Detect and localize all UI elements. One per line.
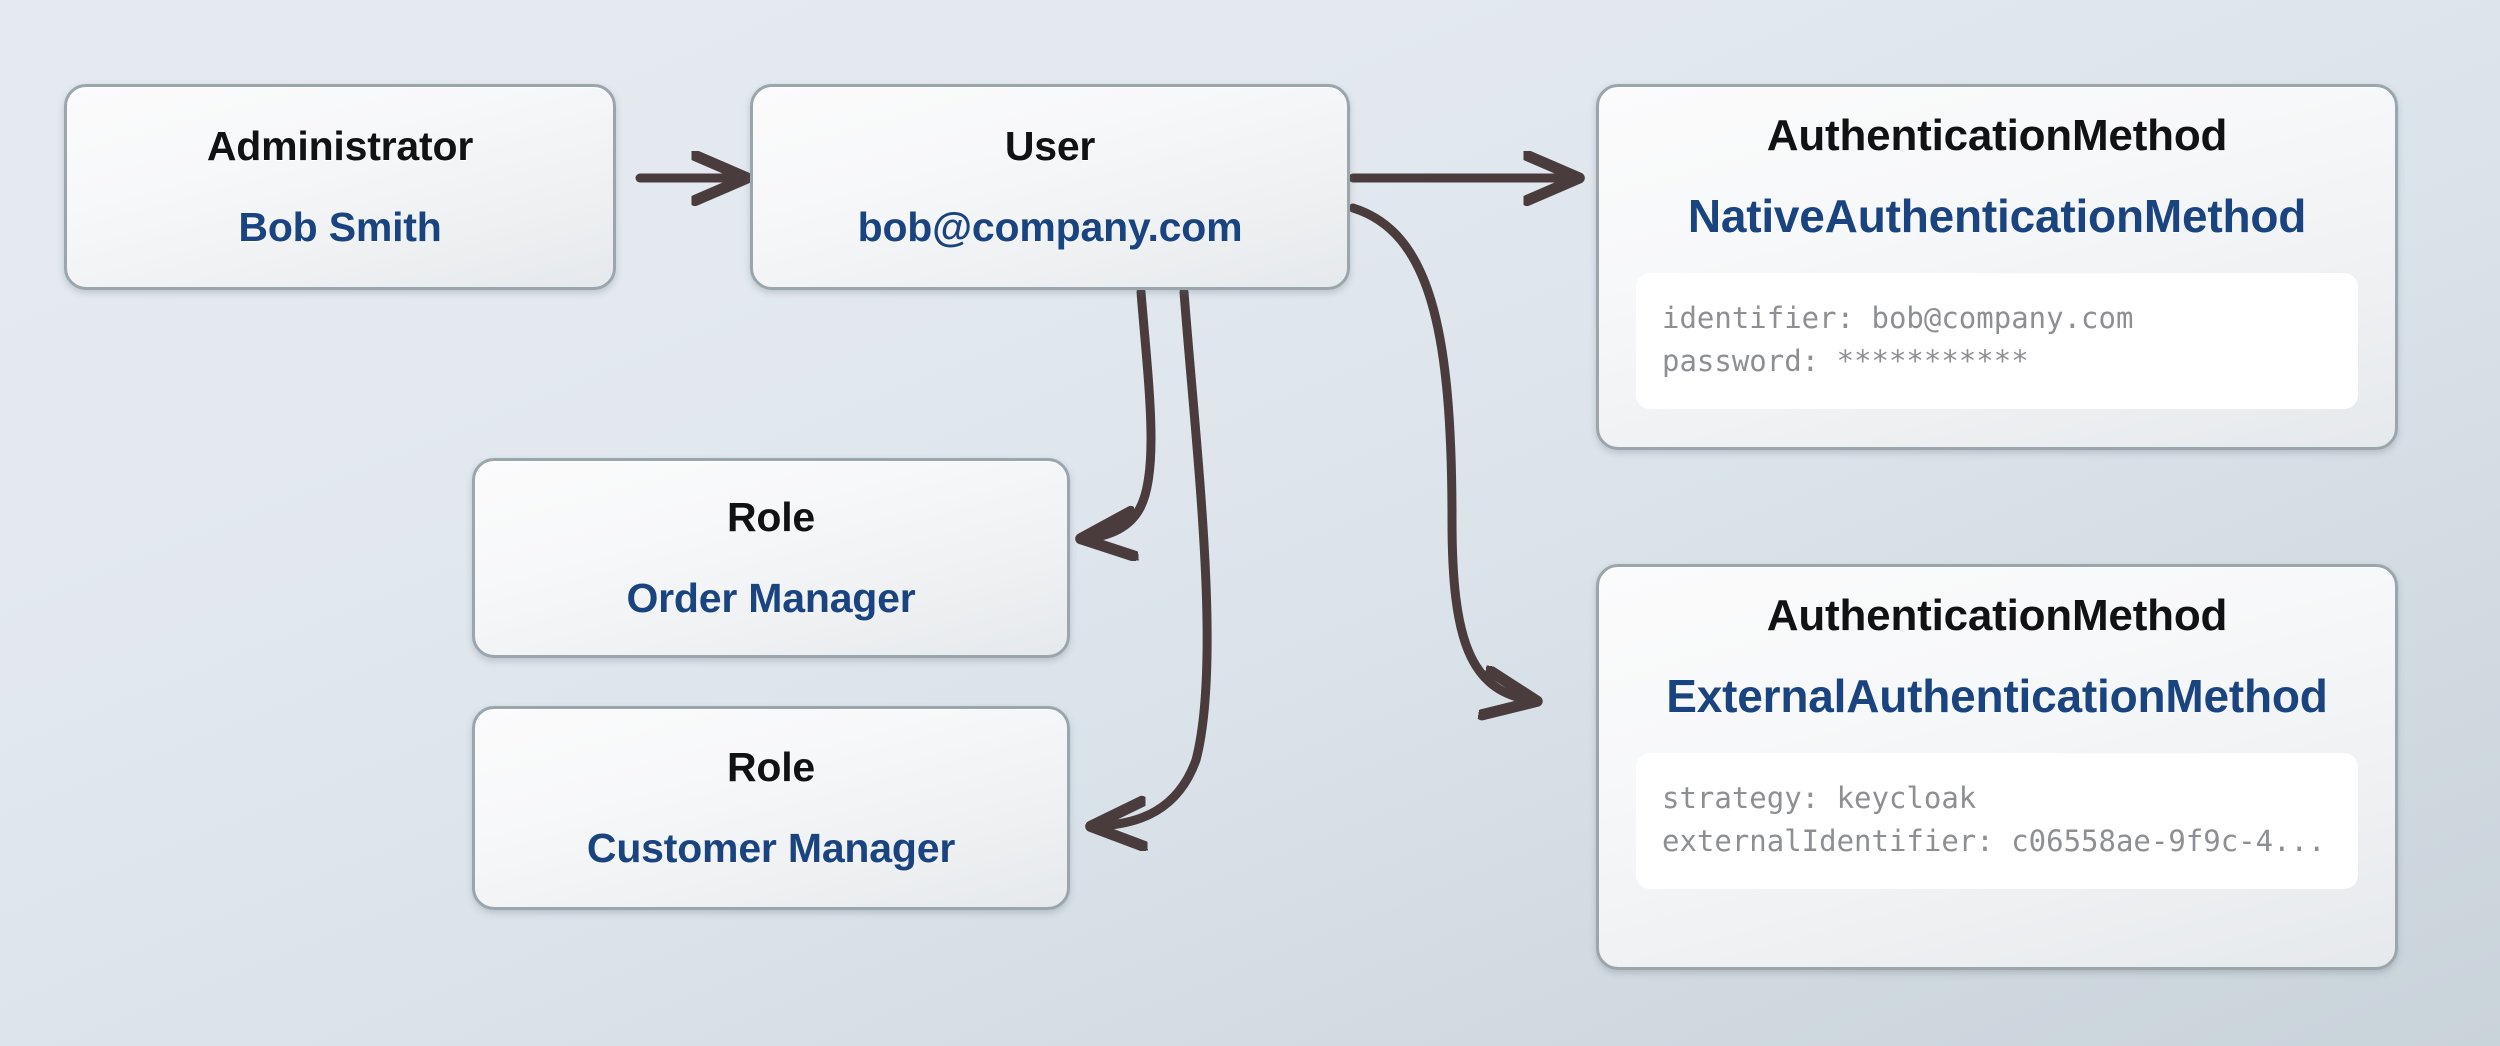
node-administrator[interactable]: Administrator Bob Smith: [64, 84, 616, 290]
node-entity-name: Customer Manager: [586, 825, 956, 871]
node-role-order-manager[interactable]: Role Order Manager: [472, 458, 1070, 658]
node-entity-name: Order Manager: [626, 575, 916, 621]
node-entity-name: bob@company.com: [857, 204, 1243, 250]
edge-user-to-auth-external: [1348, 203, 1530, 700]
node-entity-type: Role: [726, 494, 816, 540]
property-line: password: ***********: [1662, 343, 2029, 378]
node-entity-name: NativeAuthenticationMethod: [1687, 190, 2307, 242]
node-user[interactable]: User bob@company.com: [750, 84, 1350, 290]
node-entity-type: Role: [726, 744, 816, 790]
property-card: strategy: keycloak externalIdentifier: c…: [1636, 753, 2358, 889]
node-entity-name: ExternalAuthenticationMethod: [1666, 670, 2328, 722]
node-native-authentication-method[interactable]: AuthenticationMethod NativeAuthenticatio…: [1596, 84, 2398, 450]
node-entity-name: Bob Smith: [238, 204, 442, 250]
property-line: strategy: keycloak: [1662, 781, 1977, 815]
node-entity-type: User: [1004, 123, 1096, 169]
edge-user-to-role-customer: [1098, 287, 1212, 826]
node-entity-type: AuthenticationMethod: [1766, 111, 2228, 160]
property-line: externalIdentifier: c06558ae-9f9c-4...: [1662, 823, 2326, 858]
node-entity-type: AuthenticationMethod: [1766, 591, 2228, 640]
property-line: identifier: bob@company.com: [1662, 301, 2134, 335]
node-entity-type: Administrator: [206, 123, 474, 169]
property-card: identifier: bob@company.com password: **…: [1636, 273, 2358, 409]
node-external-authentication-method[interactable]: AuthenticationMethod ExternalAuthenticat…: [1596, 564, 2398, 970]
edge-user-to-role-order: [1088, 287, 1156, 538]
node-role-customer-manager[interactable]: Role Customer Manager: [472, 706, 1070, 910]
